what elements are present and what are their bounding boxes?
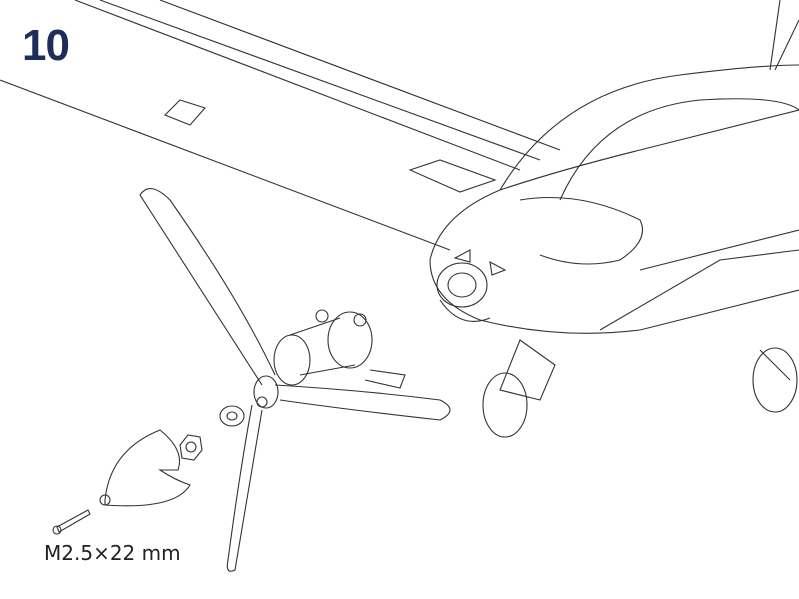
- fuselage: [429, 0, 799, 334]
- step-number: 10: [22, 21, 70, 70]
- landing-gear: [482, 339, 798, 438]
- screw: [52, 509, 91, 535]
- motor: [253, 309, 406, 409]
- spinner: [99, 429, 191, 507]
- wing: [0, 0, 561, 251]
- nuts-and-washers: [179, 405, 245, 461]
- screw-size-label: M2.5×22 mm: [44, 541, 181, 565]
- propeller: [139, 188, 451, 572]
